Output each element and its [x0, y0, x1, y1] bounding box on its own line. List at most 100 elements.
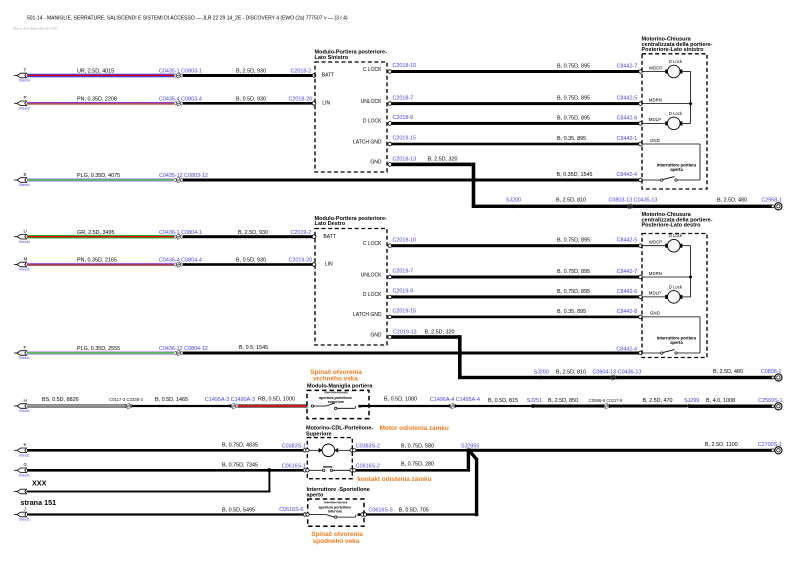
svg-text:LIN: LIN [322, 100, 330, 106]
svg-text:K: K [24, 442, 28, 447]
svg-text:LATCH GND: LATCH GND [353, 312, 382, 318]
svg-text:Sheet1: Sheet1 [19, 356, 30, 360]
svg-text:768=769=765+005: 768=769=765+005 [324, 390, 348, 394]
svg-text:C LOCK: C LOCK [363, 241, 382, 247]
svg-text:C2700S-1: C2700S-1 [758, 442, 782, 448]
svg-text:BS, 0.5D, 8826: BS, 0.5D, 8826 [42, 397, 79, 403]
svg-text:C2018-9: C2018-9 [393, 115, 414, 121]
svg-text:C0117-3 C3338-3: C0117-3 C3338-3 [109, 397, 143, 402]
svg-text:Sheet1: Sheet1 [19, 183, 30, 187]
svg-text:D Lock: D Lock [669, 111, 683, 116]
svg-text:B, 0.5D, 930: B, 0.5D, 930 [236, 96, 266, 102]
svg-text:BATT: BATT [323, 234, 335, 240]
svg-text:C0435-1 C0803-1: C0435-1 C0803-1 [159, 69, 202, 75]
svg-text:B, 0.75D, 580: B, 0.75D, 580 [401, 443, 434, 449]
svg-text:D LOCK: D LOCK [363, 119, 382, 125]
svg-text:Sheet2: Sheet2 [19, 107, 30, 111]
svg-text:B, 2.5D, 480: B, 2.5D, 480 [717, 198, 747, 204]
svg-text:aperta: aperta [670, 167, 683, 172]
svg-text:SJ299: SJ299 [684, 398, 699, 404]
svg-text:C2018-10: C2018-10 [393, 63, 417, 69]
svg-text:B, 4.0, 1008: B, 4.0, 1008 [706, 398, 735, 404]
svg-text:C0435-12 C0803-12: C0435-12 C0803-12 [159, 173, 208, 179]
svg-text:501-14 - MANIGLIE, SERRATURE,: 501-14 - MANIGLIE, SERRATURE, SALISCENDI… [27, 16, 348, 22]
svg-text:Lato Sinistro: Lato Sinistro [315, 55, 349, 61]
svg-text:Interruttore -Sportellone: Interruttore -Sportellone [307, 487, 370, 493]
svg-text:Modulo-Portiera posteriore-: Modulo-Portiera posteriore- [315, 50, 388, 56]
svg-text:B, 0.5D, 5495: B, 0.5D, 5495 [222, 507, 255, 513]
svg-text:B, 2.5D, 930: B, 2.5D, 930 [238, 230, 268, 236]
svg-text:C1496A-4 C1495A-4: C1496A-4 C1495A-4 [430, 397, 480, 403]
svg-text:UNLOCK: UNLOCK [361, 99, 383, 105]
svg-text:Sheet1: Sheet1 [19, 474, 30, 478]
svg-text:Sheet1: Sheet1 [19, 454, 30, 458]
svg-text:B, 0.5D, 705: B, 0.5D, 705 [399, 508, 429, 514]
svg-text:C0808-1: C0808-1 [761, 369, 782, 375]
svg-text:aperta: aperta [670, 340, 683, 345]
svg-text:Superiore: Superiore [306, 431, 332, 437]
svg-text:B, 0.5D, 930: B, 0.5D, 930 [236, 258, 266, 264]
svg-text:spodného veka: spodného veka [313, 538, 360, 545]
svg-text:C2019-9: C2019-9 [393, 289, 414, 295]
svg-text:C8442-7: C8442-7 [617, 64, 638, 70]
svg-text:centralizzata della portiere-: centralizzata della portiere- [642, 217, 713, 223]
svg-text:PN, 0.35D, 2208: PN, 0.35D, 2208 [77, 97, 117, 103]
svg-text:MDLP: MDLP [649, 117, 661, 122]
svg-text:kontakt odistenia zámku: kontakt odistenia zámku [357, 476, 431, 483]
svg-text:T: T [24, 67, 27, 72]
svg-text:B, 2.5D, 320: B, 2.5D, 320 [428, 157, 458, 163]
svg-text:Motorino-CDL-Portellone-: Motorino-CDL-Portellone- [306, 426, 373, 432]
svg-text:F: F [24, 345, 27, 350]
svg-text:MDLP: MDLP [649, 291, 661, 296]
svg-text:SJ200: SJ200 [534, 370, 549, 376]
svg-text:apertura portellone: apertura portellone [319, 396, 352, 400]
svg-text:U: U [24, 229, 27, 234]
svg-text:C2019-15: C2019-15 [393, 309, 417, 315]
svg-text:C2018-7: C2018-7 [393, 95, 414, 101]
svg-text:M: M [24, 256, 28, 261]
svg-text:C0616S-5: C0616S-5 [369, 508, 393, 514]
svg-text:J: J [24, 506, 26, 511]
svg-text:B, 0.75D, 895: B, 0.75D, 895 [557, 289, 590, 295]
svg-text:C2019-7: C2019-7 [393, 269, 414, 275]
svg-text:C0383S-2: C0383S-2 [356, 443, 380, 449]
svg-text:apertura portellone: apertura portellone [319, 505, 352, 509]
svg-text:C0616S-1: C0616S-1 [282, 463, 306, 469]
svg-text:C2569S-1: C2569S-1 [758, 398, 782, 404]
svg-text:Sheet4: Sheet4 [19, 240, 30, 244]
svg-text:inferiore: inferiore [328, 510, 342, 514]
svg-text:B, 2.5D, 1100: B, 2.5D, 1100 [705, 442, 738, 448]
svg-text:C2019-13: C2019-13 [393, 330, 417, 336]
svg-text:B, 0.75D, 895: B, 0.75D, 895 [557, 96, 590, 102]
svg-text:B, 0.35, 895: B, 0.35, 895 [557, 309, 586, 315]
svg-text:C8442-5: C8442-5 [617, 238, 638, 244]
svg-text:C0436-12 C0804-12: C0436-12 C0804-12 [159, 346, 208, 352]
svg-text:D Lock: D Lock [669, 233, 683, 238]
svg-text:MDRN: MDRN [649, 97, 662, 102]
svg-text:GND: GND [370, 160, 382, 166]
svg-text:Modulo-Maniglia portiera: Modulo-Maniglia portiera [307, 384, 373, 390]
svg-text:Interruttore portiera: Interruttore portiera [657, 163, 697, 168]
svg-text:C8442-7: C8442-7 [617, 269, 638, 275]
svg-text:C0616S-6: C0616S-6 [279, 507, 303, 513]
svg-text:C2019-15: C2019-15 [393, 136, 417, 142]
svg-text:PN, 0.35D, 2165: PN, 0.35D, 2165 [77, 258, 117, 264]
svg-text:GND: GND [650, 311, 660, 316]
svg-text:Motorino-Chiusura: Motorino-Chiusura [642, 212, 692, 218]
svg-text:B, 2.5D, 850: B, 2.5D, 850 [548, 398, 578, 404]
svg-text:B, 0.5, 1545: B, 0.5, 1545 [239, 345, 268, 351]
svg-text:C0616S-2: C0616S-2 [356, 463, 380, 469]
svg-text:P: P [24, 95, 27, 100]
svg-text:C2968-1: C2968-1 [761, 198, 782, 204]
svg-text:SJ251: SJ251 [527, 398, 542, 404]
svg-text:GND: GND [370, 332, 382, 338]
svg-text:Spínač otvorenia: Spínač otvorenia [310, 369, 362, 376]
svg-text:C2019-20: C2019-20 [289, 258, 313, 264]
svg-text:C0436-1 C0804-1: C0436-1 C0804-1 [159, 230, 202, 236]
svg-text:D LOCK: D LOCK [363, 292, 382, 298]
svg-text:Sheet1: Sheet1 [19, 409, 30, 413]
svg-text:E: E [24, 172, 27, 177]
svg-text:C8442-6: C8442-6 [617, 115, 638, 121]
svg-text:B, 0.75D, 895: B, 0.75D, 895 [557, 64, 590, 70]
svg-text:C2018-13: C2018-13 [393, 157, 417, 163]
